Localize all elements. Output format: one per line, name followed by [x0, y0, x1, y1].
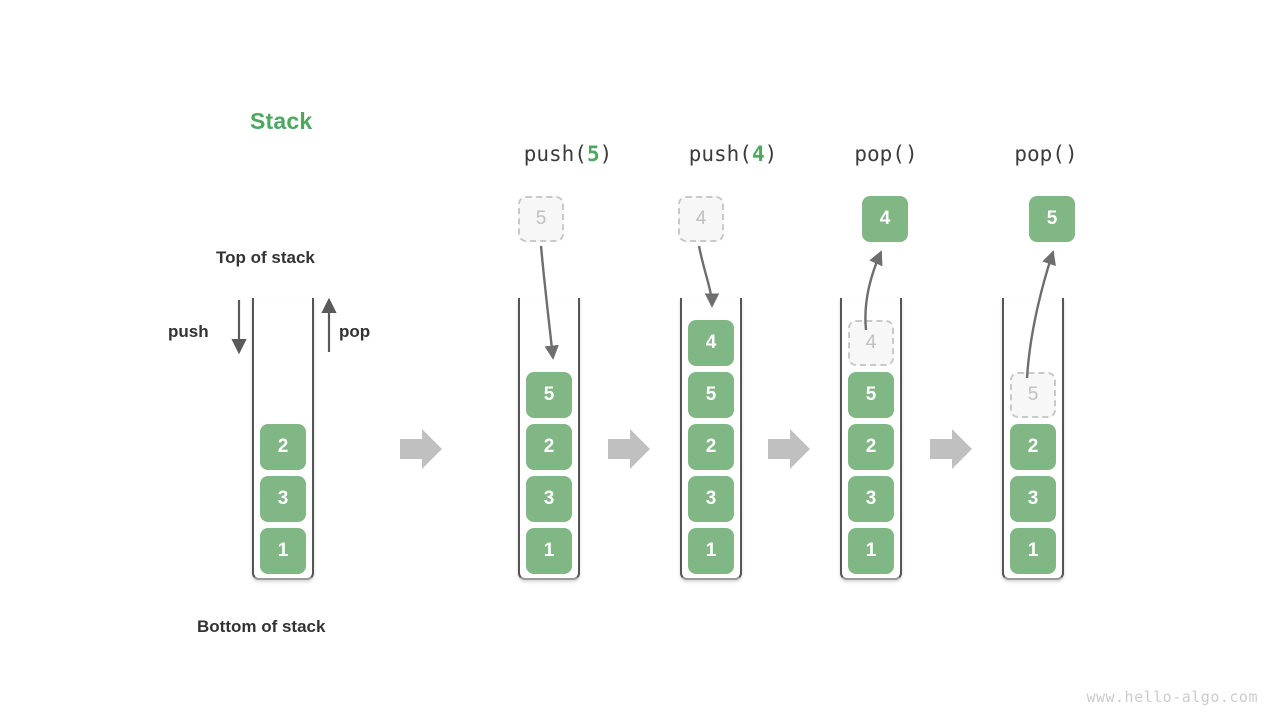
pop-label: pop	[339, 322, 371, 341]
stack-cell: 1	[688, 528, 734, 574]
stack-ghost-cell: 5	[1010, 372, 1056, 418]
watermark: www.hello-algo.com	[1086, 688, 1258, 706]
op-label-push-4: push(4)	[689, 142, 778, 166]
bottom-of-stack-label: Bottom of stack	[197, 617, 326, 636]
op-label-suffix: )	[904, 142, 918, 166]
flow-arrow	[400, 429, 442, 469]
stack-cell: 1	[848, 528, 894, 574]
stack-ghost-cell: 4	[848, 320, 894, 366]
stack-cell: 2	[526, 424, 572, 470]
stack-cell: 3	[848, 476, 894, 522]
stack-cell: 2	[1010, 424, 1056, 470]
stack-cell: 1	[260, 528, 306, 574]
popped-value-cell: 5	[1029, 196, 1075, 242]
stack-cell: 3	[688, 476, 734, 522]
op-argument: 5	[586, 142, 600, 166]
op-label-text: push(	[523, 142, 587, 166]
op-label-suffix: )	[1064, 142, 1078, 166]
stack-cell: 2	[848, 424, 894, 470]
flow-arrow	[608, 429, 650, 469]
op-label-push-5: push(5)	[524, 142, 613, 166]
push-label: push	[168, 322, 209, 341]
top-of-stack-label: Top of stack	[216, 248, 315, 267]
op-label-pop-2: pop()	[1014, 142, 1077, 166]
op-label-text: pop(	[854, 142, 905, 166]
op-label-text: push(	[688, 142, 752, 166]
stack-cell: 2	[260, 424, 306, 470]
page-title: Stack	[250, 108, 313, 134]
op-label-suffix: )	[599, 142, 613, 166]
op-label-text: pop(	[1014, 142, 1065, 166]
flow-arrow	[768, 429, 810, 469]
stack-cell: 3	[526, 476, 572, 522]
push-4-motion-arrow	[697, 245, 720, 308]
op-argument: 4	[751, 142, 765, 166]
stack-cell: 4	[688, 320, 734, 366]
op-label-pop-1: pop()	[854, 142, 917, 166]
stack-cell: 3	[260, 476, 306, 522]
stack-cell: 2	[688, 424, 734, 470]
stack-cell: 1	[1010, 528, 1056, 574]
stack-cell: 1	[526, 528, 572, 574]
stack-cell: 5	[526, 372, 572, 418]
stack-cell: 5	[848, 372, 894, 418]
floating-ghost-cell: 5	[518, 196, 564, 242]
stack-cell: 3	[1010, 476, 1056, 522]
stack-cell: 5	[688, 372, 734, 418]
flow-arrow	[930, 429, 972, 469]
popped-value-cell: 4	[862, 196, 908, 242]
floating-ghost-cell: 4	[678, 196, 724, 242]
op-label-suffix: )	[764, 142, 778, 166]
